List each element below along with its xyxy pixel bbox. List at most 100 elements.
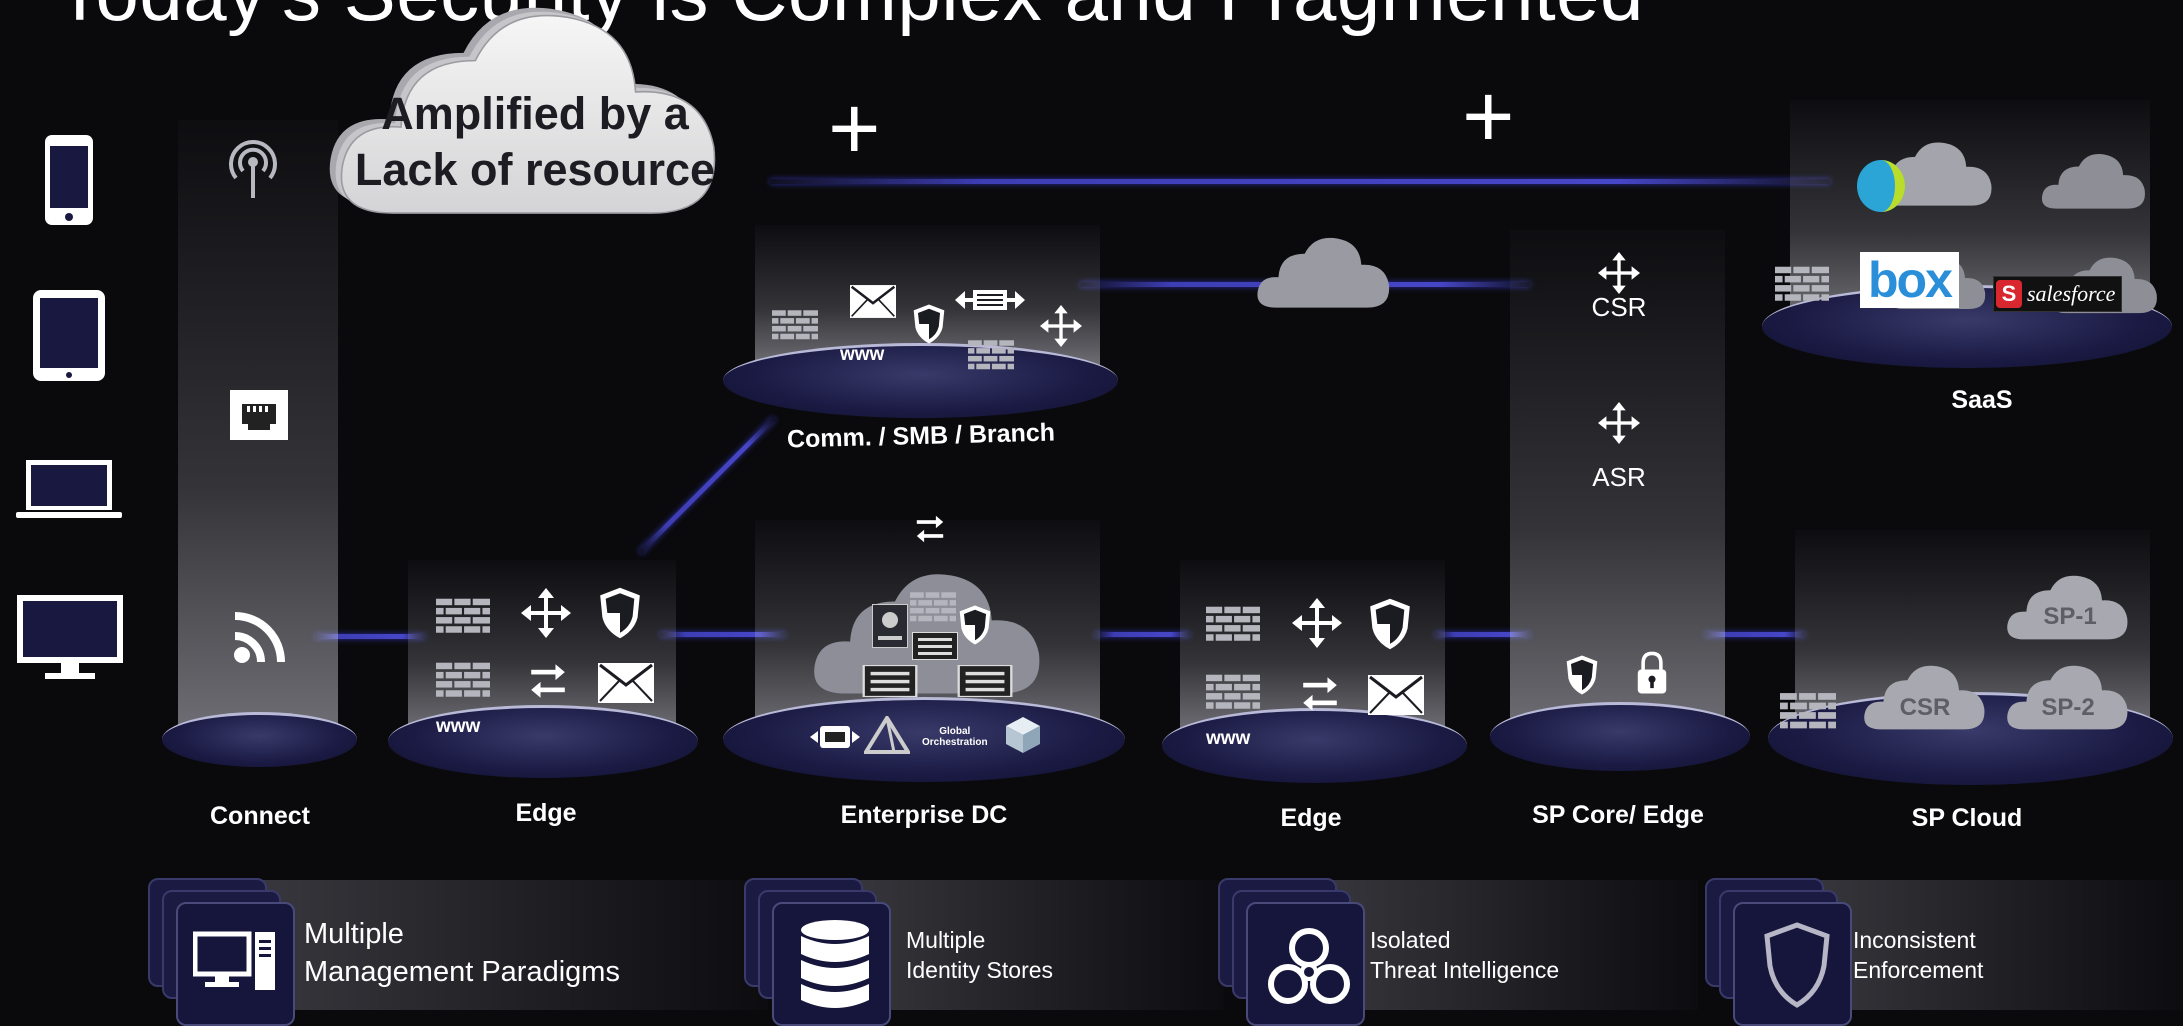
shield-icon: [912, 303, 946, 345]
zone-label-saas: SaaS: [1951, 386, 2013, 414]
zone-label-edge-right: Edge: [1280, 804, 1342, 832]
wireless-antenna-icon: [229, 140, 277, 198]
security-appliance-icon: [872, 604, 908, 648]
cube-icon: [1006, 717, 1040, 753]
sp-core-disc: [1490, 702, 1750, 771]
challenge-line-2: Enforcement: [1853, 956, 1984, 983]
lock-icon: [1636, 650, 1668, 696]
box-logo: box: [1860, 252, 1959, 308]
network-device-icon: [810, 726, 860, 748]
database-icon: [801, 920, 869, 1008]
app-globe-logo: [1857, 160, 1905, 212]
edge-right-disc: [1162, 708, 1467, 783]
edge-to-dc-link: [660, 632, 785, 637]
tablet-icon: [33, 290, 105, 381]
router-icon: [1598, 252, 1640, 294]
shield-icon: [1565, 652, 1599, 698]
branch-disc: [723, 343, 1118, 418]
global-orchestration-label: Global Orchestration: [922, 726, 988, 748]
router-icon: [1040, 305, 1082, 347]
firewall-icon: [1206, 674, 1260, 710]
edge-right-www-label: www: [1206, 728, 1251, 749]
monitor-icon: [17, 595, 123, 679]
sp1-label: SP-1: [2043, 603, 2097, 630]
salesforce-wordmark: salesforce: [2027, 281, 2116, 306]
slide-title: Today's Security is Complex and Fragment…: [56, 0, 1644, 39]
challenge-line-2: Threat Intelligence: [1370, 956, 1560, 983]
challenge-line-1: Multiple: [304, 918, 404, 950]
plus-sign-1: +: [828, 79, 881, 179]
challenge-text: Inconsistent Enforcement: [1853, 926, 1983, 986]
wifi-icon: [234, 612, 285, 663]
challenge-text: Multiple Management Paradigms: [304, 916, 620, 991]
firewall-icon: [772, 310, 818, 340]
orchestration-logo-icon: [864, 716, 910, 754]
biohazard-icon: [1268, 928, 1350, 1004]
connect-to-edge-link: [315, 634, 425, 639]
firewall-icon: [1206, 606, 1260, 642]
edge-to-sp-core-link: [1435, 632, 1530, 637]
firewall-icon: [1780, 692, 1836, 730]
server-icon: [862, 665, 918, 697]
shield-icon: [1368, 597, 1412, 651]
challenge-line-1: Isolated: [1370, 927, 1451, 953]
connect-disc: [162, 712, 357, 767]
zone-label-connect: Connect: [210, 802, 310, 830]
dc-disc: [723, 697, 1125, 782]
smartphone-icon: [45, 135, 93, 225]
sp2-label: SP-2: [2041, 694, 2095, 721]
zone-label-sp-core: SP Core/ Edge: [1532, 801, 1704, 829]
saas-uplink: [770, 179, 1830, 184]
load-balancer-icon: [955, 290, 1025, 310]
challenge-text: Multiple Identity Stores: [906, 926, 1053, 986]
challenge-line-1: Inconsistent: [1853, 927, 1976, 953]
mail-icon: [850, 285, 896, 318]
cloud-icon: [2040, 140, 2148, 220]
salesforce-s-mark: S: [1996, 280, 2022, 308]
firewall-icon: [1775, 265, 1829, 303]
switch-icon: [908, 512, 952, 546]
challenge-text: Isolated Threat Intelligence: [1370, 926, 1559, 986]
cloud-icon: [1255, 228, 1393, 314]
card-band: [208, 880, 768, 1010]
mail-icon: [598, 663, 654, 703]
sp-core-to-cloud-link: [1705, 632, 1805, 637]
mail-icon: [1368, 675, 1424, 715]
callout-line-1: Amplified by a: [381, 88, 689, 139]
zone-label-sp-cloud: SP Cloud: [1911, 804, 2023, 832]
csr-cloud-label: CSR: [1899, 694, 1951, 721]
zone-label-enterprise-dc: Enterprise DC: [840, 801, 1008, 829]
dc-to-edge-link: [1095, 632, 1190, 637]
router-icon: [1598, 402, 1640, 444]
challenge-line-2: Management Paradigms: [304, 955, 620, 988]
zone-label-branch: Comm. / SMB / Branch: [786, 418, 1056, 454]
callout-line-2: Lack of resource: [354, 144, 716, 195]
firewall-icon: [910, 592, 956, 622]
laptop-icon: [16, 460, 122, 518]
challenge-line-2: Identity Stores: [906, 956, 1054, 983]
shield-outline-icon: [1764, 922, 1830, 1008]
edge-left-www-label: www: [436, 716, 481, 737]
csr-label: CSR: [1591, 292, 1647, 322]
zone-label-edge-left: Edge: [515, 799, 577, 827]
router-icon: [1292, 598, 1342, 648]
router-icon: [521, 588, 571, 638]
switch-icon: [1292, 673, 1348, 715]
salesforce-logo: S salesforce: [1993, 276, 2123, 312]
branch-www-label: www: [840, 344, 885, 365]
computer-icon: [193, 931, 275, 990]
firewall-icon: [968, 340, 1014, 370]
sp-core-pillar: [1510, 230, 1725, 730]
shield-icon: [958, 604, 992, 646]
switch-icon: [520, 660, 576, 702]
shield-icon: [598, 586, 642, 640]
plus-sign-2: +: [1462, 67, 1515, 167]
callout-text: Amplified by a Lack of resource: [335, 86, 735, 198]
challenge-line-1: Multiple: [906, 927, 986, 953]
firewall-icon: [436, 598, 490, 634]
firewall-icon: [436, 662, 490, 698]
server-icon: [912, 632, 958, 660]
edge-left-disc: [388, 705, 698, 778]
asr-label: ASR: [1592, 462, 1646, 492]
ethernet-port-icon: [230, 390, 288, 440]
